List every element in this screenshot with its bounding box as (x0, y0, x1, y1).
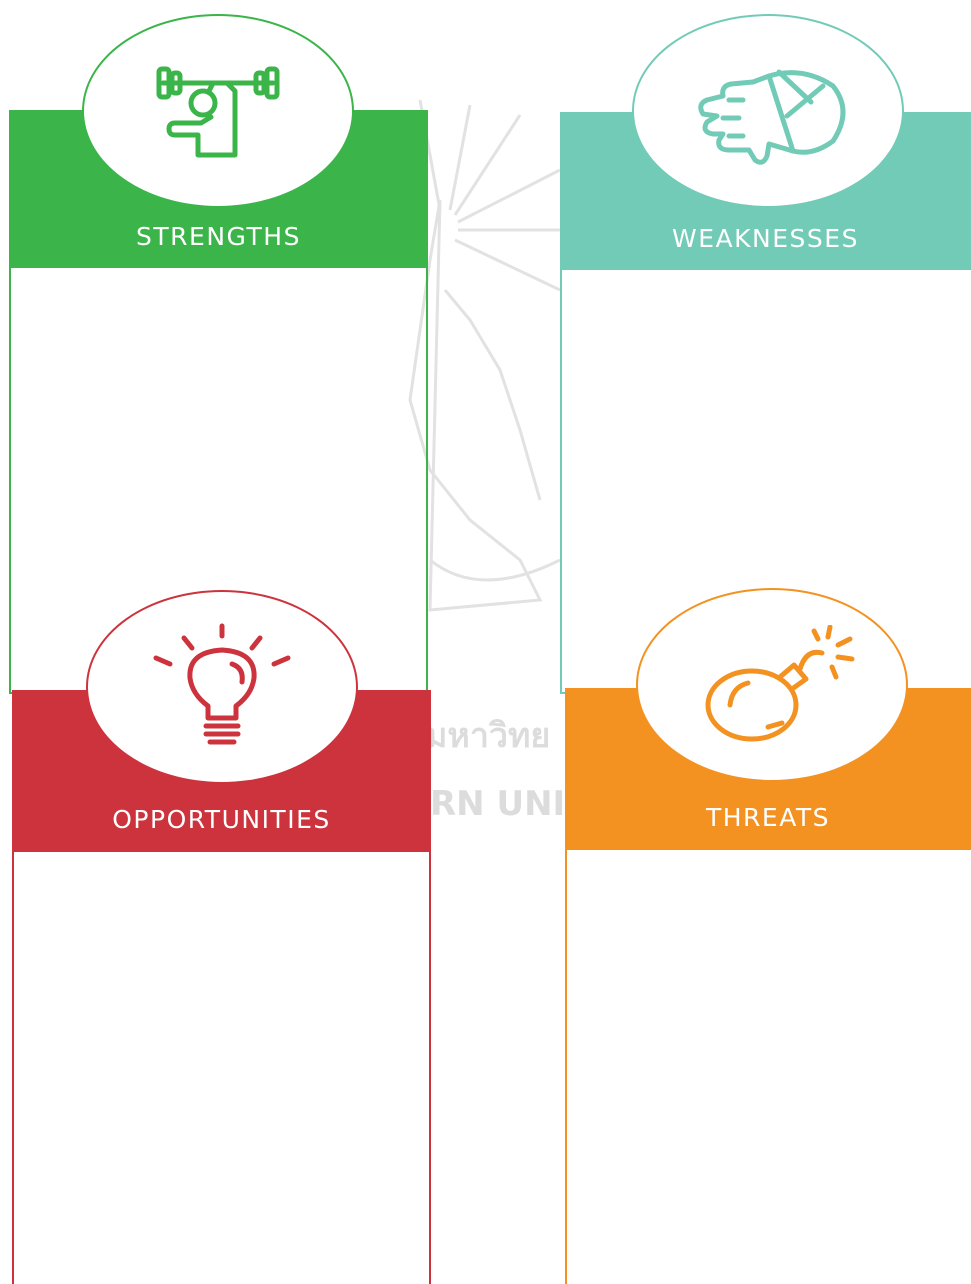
opportunities-label: OPPORTUNITIES (112, 804, 331, 834)
thumbs-down-icon (683, 56, 853, 166)
weaknesses-label: WEAKNESSES (672, 223, 859, 253)
strengths-label: STRENGTHS (136, 221, 301, 251)
strengths-icon-circle (82, 14, 354, 208)
opportunities-box (12, 852, 431, 1284)
weaknesses-icon-circle (632, 14, 904, 208)
opportunities-icon-circle (86, 590, 358, 784)
threats-label: THREATS (705, 802, 831, 832)
threats-box (565, 850, 971, 1284)
threats-icon-circle (636, 588, 908, 782)
watermark-thai-text: มหาวิทย (425, 716, 551, 756)
weightlifter-icon (143, 61, 293, 161)
lightbulb-icon (142, 622, 302, 752)
bomb-icon (682, 625, 862, 745)
